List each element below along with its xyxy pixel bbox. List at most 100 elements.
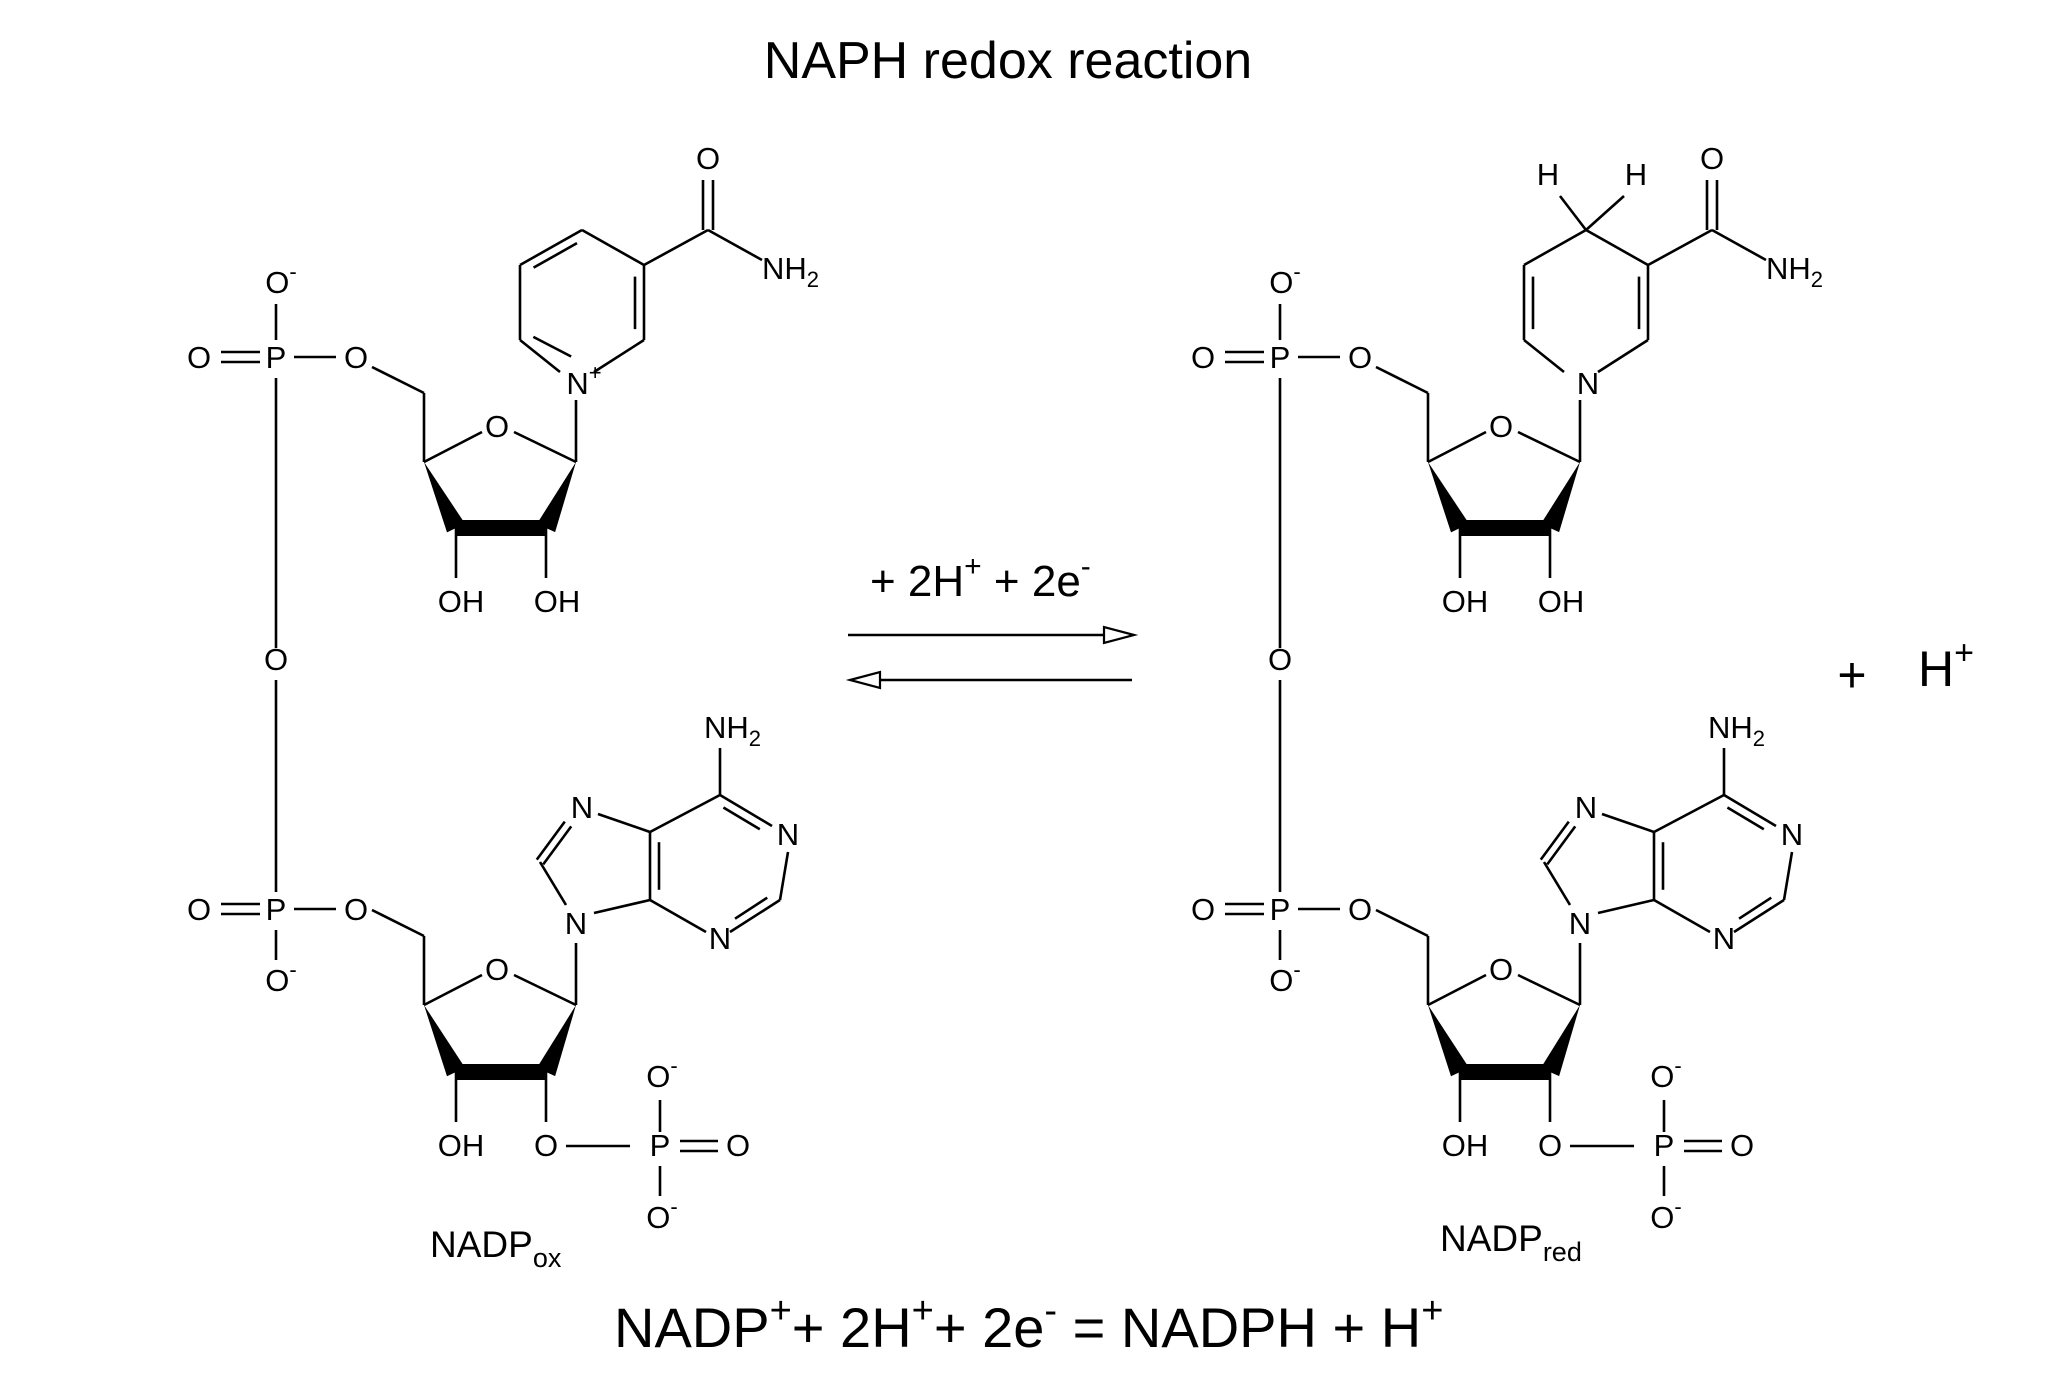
eq-term-3: + 2e <box>934 1296 1045 1359</box>
reverse-arrow-head <box>845 670 882 690</box>
ring-c3-c4 <box>581 228 645 267</box>
top-ribose-ring-oxygen-part-0: O <box>1489 409 1513 444</box>
top-phosphate-p: P <box>266 340 287 375</box>
phosphate2-p-part-0: P <box>1654 1128 1675 1163</box>
bottom-ribose-oh-3-part-0: OH <box>438 1128 485 1163</box>
phosphate2-o-double-part-0: O <box>726 1128 750 1163</box>
adenine-inner-c2-n3 <box>1738 896 1772 920</box>
bridge-oxygen: O <box>1268 642 1292 677</box>
top-ribose-c5-o <box>1375 365 1429 395</box>
pyridine-nitrogen-part-0: N <box>1577 366 1599 401</box>
bottom-ribose-oh-3-part-0: OH <box>1442 1128 1489 1163</box>
adenine-c8-n7-b <box>535 820 566 861</box>
top-ribose-oh-2-part-0: OH <box>534 584 581 619</box>
bridge-oxygen-part-0: O <box>264 642 288 677</box>
top-ribose-wedge-c4-c3 <box>1428 462 1469 533</box>
reaction-conditions: + 2H+ + 2e- <box>870 550 1091 606</box>
bottom-phosphate-o-minus-part-0: O <box>265 963 289 998</box>
amide-nh2: NH2 <box>1766 251 1823 292</box>
ring-n-c2 <box>1597 338 1649 374</box>
top-ribose-ring-oxygen-part-0: O <box>485 409 509 444</box>
adenine-n7: N <box>1575 790 1597 825</box>
eq-sup-3: - <box>1044 1290 1057 1332</box>
phosphate2-o-minus-bottom-part-0: O <box>1650 1200 1674 1235</box>
adenine-n1-part-0: N <box>777 817 799 852</box>
label-nadp-ox: NADPox <box>430 1224 562 1273</box>
top-ribose-oh-2: OH <box>1538 584 1585 619</box>
bottom-ribose-c4-o <box>1427 973 1487 1007</box>
ring-h-left: H <box>1537 157 1559 192</box>
adenine-c8-n7-a <box>1546 825 1577 866</box>
bottom-phosphate-o-minus-part-0: O <box>1269 963 1293 998</box>
label-nadp-ox-sub: ox <box>533 1243 562 1273</box>
phosphate2-p: P <box>1654 1128 1675 1163</box>
top-ribose-bold-c3-c2 <box>456 520 546 536</box>
bottom-ribose-ring-oxygen-part-0: O <box>485 952 509 987</box>
adenine-n7-c5 <box>597 812 651 834</box>
adenine-n9: N <box>565 906 587 941</box>
bottom-ribose-ring-oxygen-part-0: O <box>1489 952 1513 987</box>
bottom-phosphate-p: P <box>1270 892 1291 927</box>
bottom-phosphate-o-ester: O <box>1348 892 1372 927</box>
conditions-mid: + 2e <box>982 557 1081 606</box>
adenine-c8-n7-b <box>1539 820 1570 861</box>
side-product-plus: + <box>1837 647 1866 703</box>
side-product-proton: H+ <box>1918 634 1974 697</box>
adenine-n1-c2 <box>1782 851 1794 901</box>
bottom-phosphate-o-minus: O- <box>265 957 296 998</box>
amide-oxygen: O <box>696 141 720 176</box>
bottom-phosphate-p-part-0: P <box>266 892 287 927</box>
adenine-n7-part-0: N <box>571 790 593 825</box>
top-phosphate-o-double: O <box>187 340 211 375</box>
ring-c6-n <box>1523 338 1565 374</box>
bottom-ribose-wedge-c1-c2 <box>1540 1005 1580 1077</box>
adenine-c2-n3 <box>1733 898 1785 934</box>
phosphate2-o-minus-top-part-0: O <box>646 1059 670 1094</box>
top-phosphate-o-minus-part-1: - <box>289 259 296 284</box>
top-phosphate-o-ester-part-0: O <box>1348 340 1372 375</box>
bottom-ribose-o-2: O <box>534 1128 558 1163</box>
adenine-n7: N <box>571 790 593 825</box>
phosphate2-o-minus-top: O- <box>1650 1053 1681 1094</box>
ring-h-right: H <box>1625 157 1647 192</box>
bottom-ribose-wedge-c4-c3 <box>1428 1005 1470 1077</box>
label-nadp-ox-base: NADP <box>430 1224 533 1265</box>
pyridine-nitrogen: N <box>1577 366 1599 401</box>
top-ribose-bold-c3-c2 <box>1460 520 1550 536</box>
bottom-phosphate-o-ester-part-0: O <box>1348 892 1372 927</box>
adenine-n3-part-0: N <box>1713 921 1735 956</box>
top-phosphate-o-minus: O- <box>1269 259 1300 300</box>
amide-nh2-part-1: 2 <box>807 267 819 292</box>
adenine-n9-c8 <box>538 861 568 906</box>
ring-c6-n <box>519 338 561 374</box>
top-ribose-o-c1 <box>1517 430 1581 464</box>
amide-nh2-part-1: 2 <box>1811 267 1823 292</box>
eq-sup-1: + <box>770 1290 792 1332</box>
top-ribose-oh-3-part-0: OH <box>1442 584 1489 619</box>
top-phosphate-o-ester: O <box>344 340 368 375</box>
adenine-n3: N <box>709 921 731 956</box>
top-ribose-ring-oxygen: O <box>485 409 509 444</box>
eq-sup-4: + <box>1421 1290 1443 1332</box>
ring-inner-c4-c5 <box>532 242 578 269</box>
eq-term-4: = NADPH + H <box>1057 1296 1421 1359</box>
amide-c-n <box>1711 228 1767 262</box>
eq-term-2: + 2H <box>792 1296 912 1359</box>
bottom-ribose-ring-oxygen: O <box>485 952 509 987</box>
top-ribose-c5-o <box>371 365 425 395</box>
top-ribose-c4-o <box>423 430 483 464</box>
bottom-ribose-o-2-part-0: O <box>534 1128 558 1163</box>
bottom-phosphate-o-double: O <box>187 892 211 927</box>
overall-equation: NADP++ 2H++ 2e- = NADPH + H+ <box>614 1290 1443 1359</box>
amide-oxygen-part-0: O <box>1700 141 1724 176</box>
adenine-c4-n9 <box>1597 898 1655 915</box>
amide-oxygen: O <box>1700 141 1724 176</box>
side-product-species: H <box>1918 641 1954 697</box>
top-phosphate-p-part-0: P <box>266 340 287 375</box>
ring-c3-c4 <box>1585 228 1649 267</box>
eq-term-1: NADP <box>614 1296 770 1359</box>
bottom-ribose-o-2-part-0: O <box>1538 1128 1562 1163</box>
bottom-ribose-bold-c3-c2 <box>1460 1064 1550 1080</box>
phosphate2-o-minus-top-part-0: O <box>1650 1059 1674 1094</box>
